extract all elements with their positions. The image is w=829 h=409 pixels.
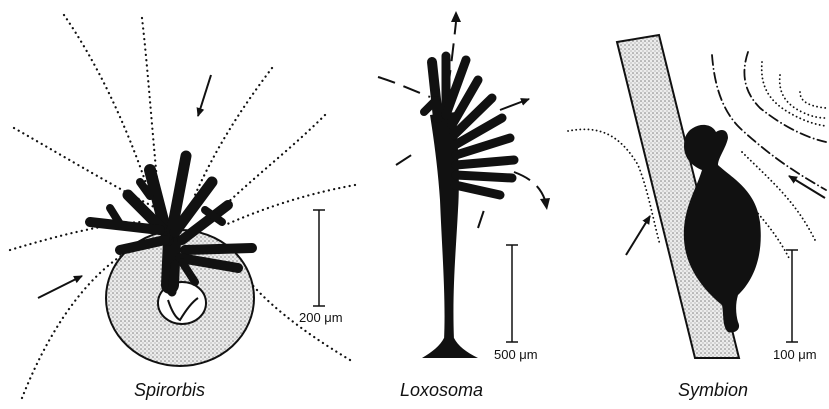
spirorbis-caption: Spirorbis bbox=[134, 380, 205, 400]
loxosoma-scale-bar bbox=[506, 245, 518, 342]
loxosoma-scale-label: 500 μm bbox=[494, 347, 538, 362]
spirorbis-scale-bar bbox=[313, 210, 325, 306]
loxosoma-flow-arrowhead-right bbox=[540, 198, 550, 210]
loxosoma-panel: 500 μm Loxosoma bbox=[378, 11, 550, 400]
loxosoma-foot bbox=[422, 338, 478, 358]
spirorbis-current-arrow-left bbox=[38, 276, 82, 298]
symbion-panel: 100 μm Symbion bbox=[568, 35, 826, 400]
symbion-scale-bar bbox=[786, 250, 798, 342]
spirorbis-scale-label: 200 μm bbox=[299, 310, 343, 325]
spirorbis-current-arrow-top bbox=[198, 75, 211, 116]
spirorbis-panel: 200 μm Spirorbis bbox=[10, 15, 355, 400]
loxosoma-caption: Loxosoma bbox=[400, 380, 483, 400]
symbion-current-arrow-left bbox=[626, 216, 650, 255]
symbion-caption: Symbion bbox=[678, 380, 748, 400]
loxosoma-current-arrow bbox=[500, 99, 529, 110]
symbion-scale-label: 100 μm bbox=[773, 347, 817, 362]
loxosoma-flow-arrowhead-top bbox=[451, 11, 461, 22]
